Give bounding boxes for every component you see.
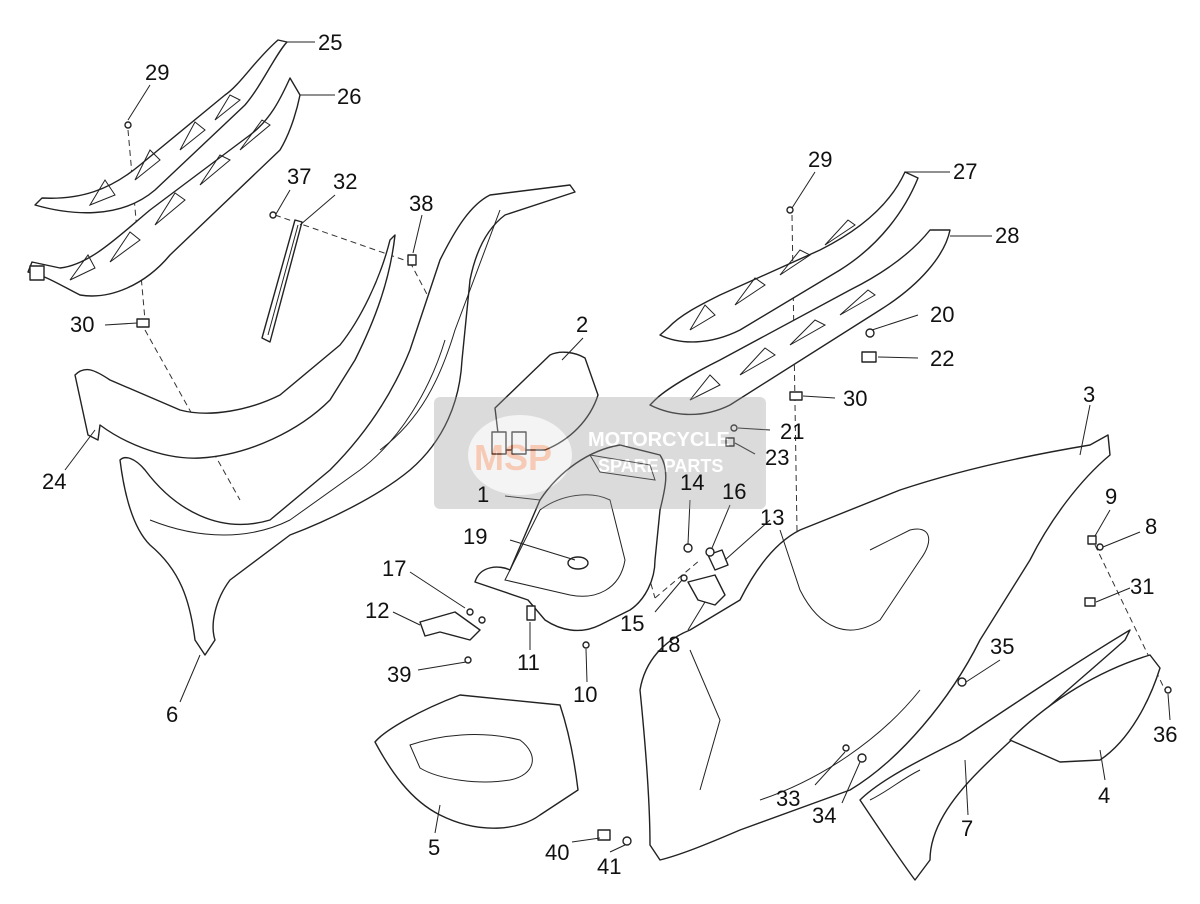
callout-32: 32 — [333, 169, 357, 194]
watermark-logo: MSP — [474, 437, 552, 478]
callout-26: 26 — [337, 84, 361, 109]
part-28-right-rubber-mat — [649, 229, 951, 416]
callout-22: 22 — [930, 346, 954, 371]
callout-28: 28 — [995, 223, 1019, 248]
callout-7: 7 — [961, 816, 973, 841]
callout-30: 30 — [843, 386, 867, 411]
callout-41: 41 — [597, 854, 621, 879]
hardware-screws-clips — [124, 121, 1172, 846]
part-1-central-tunnel — [474, 444, 667, 632]
callout-4: 4 — [1098, 783, 1110, 808]
callout-40: 40 — [545, 840, 569, 865]
callout-35: 35 — [990, 634, 1014, 659]
watermark-line2: SPARE PARTS — [598, 456, 723, 476]
callout-12: 12 — [365, 598, 389, 623]
part-7-right-side-cover — [859, 629, 1131, 881]
callout-18: 18 — [656, 632, 680, 657]
callout-24: 24 — [42, 469, 66, 494]
callout-36: 36 — [1153, 722, 1177, 747]
part-27-right-footrest-mat — [659, 171, 919, 343]
callout-39: 39 — [387, 662, 411, 687]
callout-3: 3 — [1083, 382, 1095, 407]
part-18-latch — [687, 549, 729, 606]
callout-23: 23 — [765, 445, 789, 470]
part-6-left-lower-panel — [119, 184, 576, 656]
callout-29: 29 — [145, 60, 169, 85]
callout-8: 8 — [1145, 514, 1157, 539]
part-25-left-footrest-mat — [34, 39, 288, 214]
callout-labels: 25 29 26 37 32 38 29 27 28 30 2 20 22 30… — [42, 30, 1177, 879]
callout-1: 1 — [477, 482, 489, 507]
callout-10: 10 — [573, 682, 597, 707]
part-26-left-rubber-mat — [27, 77, 301, 297]
callout-33: 33 — [776, 786, 800, 811]
callout-38: 38 — [409, 191, 433, 216]
callout-27: 27 — [953, 159, 977, 184]
callout-16: 16 — [722, 479, 746, 504]
callout-15: 15 — [620, 611, 644, 636]
callout-34: 34 — [812, 803, 836, 828]
leader-lines — [64, 41, 1171, 853]
part-3-right-floor-panel — [639, 434, 1111, 861]
callout-13: 13 — [760, 505, 784, 530]
callout-37: 37 — [287, 164, 311, 189]
part-12-bracket — [419, 611, 481, 641]
part-5-storage-tray — [374, 694, 579, 829]
part-32-trim-strip — [261, 219, 303, 343]
callout-21: 21 — [780, 419, 804, 444]
callout-5: 5 — [428, 835, 440, 860]
callout-6: 6 — [166, 702, 178, 727]
part-2-storage-lid — [491, 351, 599, 455]
callout-17: 17 — [382, 556, 406, 581]
watermark-line1: MOTORCYCLE — [588, 429, 730, 451]
callout-29: 29 — [808, 147, 832, 172]
callout-9: 9 — [1105, 484, 1117, 509]
callout-30: 30 — [70, 312, 94, 337]
callout-25: 25 — [318, 30, 342, 55]
callout-20: 20 — [930, 302, 954, 327]
callout-14: 14 — [680, 470, 704, 495]
callout-2: 2 — [576, 312, 588, 337]
callout-11: 11 — [517, 650, 540, 675]
watermark: MSP MOTORCYCLE SPARE PARTS — [434, 397, 766, 509]
part-4-small-side-cover — [1009, 654, 1161, 763]
part-24-left-inner-panel — [74, 234, 396, 459]
callout-31: 31 — [1130, 574, 1154, 599]
callout-19: 19 — [463, 524, 487, 549]
